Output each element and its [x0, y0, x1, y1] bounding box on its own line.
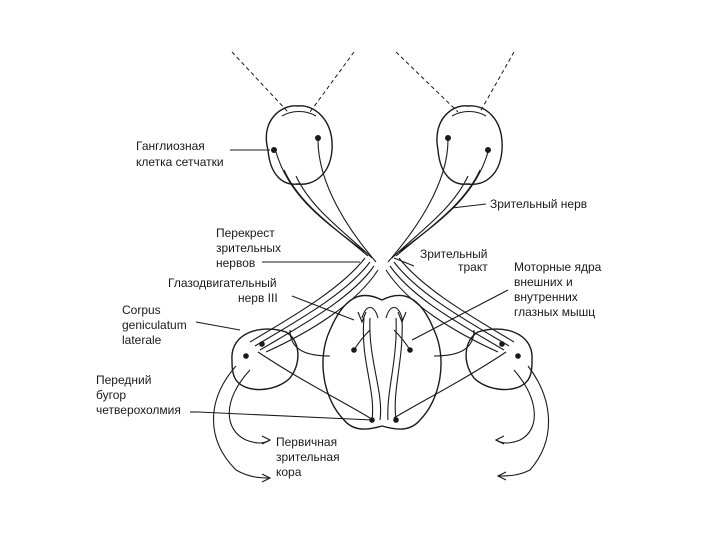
midbrain [322, 294, 442, 430]
label-oculomotor-nerve: Глазодвигательный нерв III [168, 276, 278, 305]
label-cortex-line2: зрительная [276, 450, 340, 464]
label-optic-tract-line2: тракт [458, 260, 488, 274]
label-motor-line3: внутренних [514, 290, 578, 304]
label-optic-nerve-line1: Зрительный нерв [490, 197, 587, 211]
label-ganglion-line1: Ганглиозная [136, 139, 205, 153]
optic-radiations [212, 365, 550, 483]
label-primary-visual-cortex: Первичная зрительная кора [276, 435, 340, 479]
label-motor-nuclei: Моторные ядра внешних и внутренних глазн… [514, 260, 602, 319]
ganglion-cells [271, 135, 491, 153]
label-optic-tract-line1: Зрительный [420, 247, 487, 261]
label-corpus-line1: Corpus [122, 303, 161, 317]
label-tubercle-line2: бугор [96, 388, 126, 402]
label-optic-nerve: Зрительный нерв [490, 197, 587, 211]
label-tubercle-line3: четверохолмия [96, 403, 181, 417]
label-ganglion-cell: Ганглиозная клетка сетчатки [136, 139, 224, 169]
label-motor-line1: Моторные ядра [514, 260, 602, 274]
left-eye [265, 105, 333, 185]
label-ganglion-line2: клетка сетчатки [136, 155, 224, 169]
label-corpus-line3: laterale [122, 333, 162, 347]
label-chiasm-line2: зрительных [216, 241, 281, 255]
optic-tracts [249, 257, 515, 353]
label-oculomotor-line2: нерв III [238, 291, 278, 305]
label-chiasm-line1: Перекрест [216, 226, 275, 240]
midbrain-fibers [257, 317, 507, 421]
visual-field-rays [231, 51, 515, 113]
label-optic-tract: Зрительный тракт [420, 247, 488, 274]
lateral-geniculate-left [231, 328, 299, 391]
label-chiasm: Перекрест зрительных нервов [216, 226, 281, 270]
label-corpus-geniculatum: Corpus geniculatum laterale [122, 303, 187, 347]
label-cortex-line1: Первичная [276, 435, 337, 449]
label-anterior-tubercle: Передний бугор четверохолмия [96, 373, 181, 417]
leader-lines [190, 149, 509, 421]
label-motor-line4: глазных мышц [514, 305, 595, 319]
optic-nerves [275, 139, 489, 263]
right-eye [436, 105, 503, 185]
label-chiasm-line3: нервов [216, 256, 255, 270]
lateral-geniculate-right [465, 328, 533, 391]
label-corpus-line2: geniculatum [122, 318, 187, 332]
motor-arrows [357, 311, 407, 324]
label-motor-line2: внешних и [514, 275, 573, 289]
label-cortex-line3: кора [276, 465, 302, 479]
label-oculomotor-line1: Глазодвигательный [168, 276, 277, 290]
label-tubercle-line1: Передний [96, 373, 151, 387]
